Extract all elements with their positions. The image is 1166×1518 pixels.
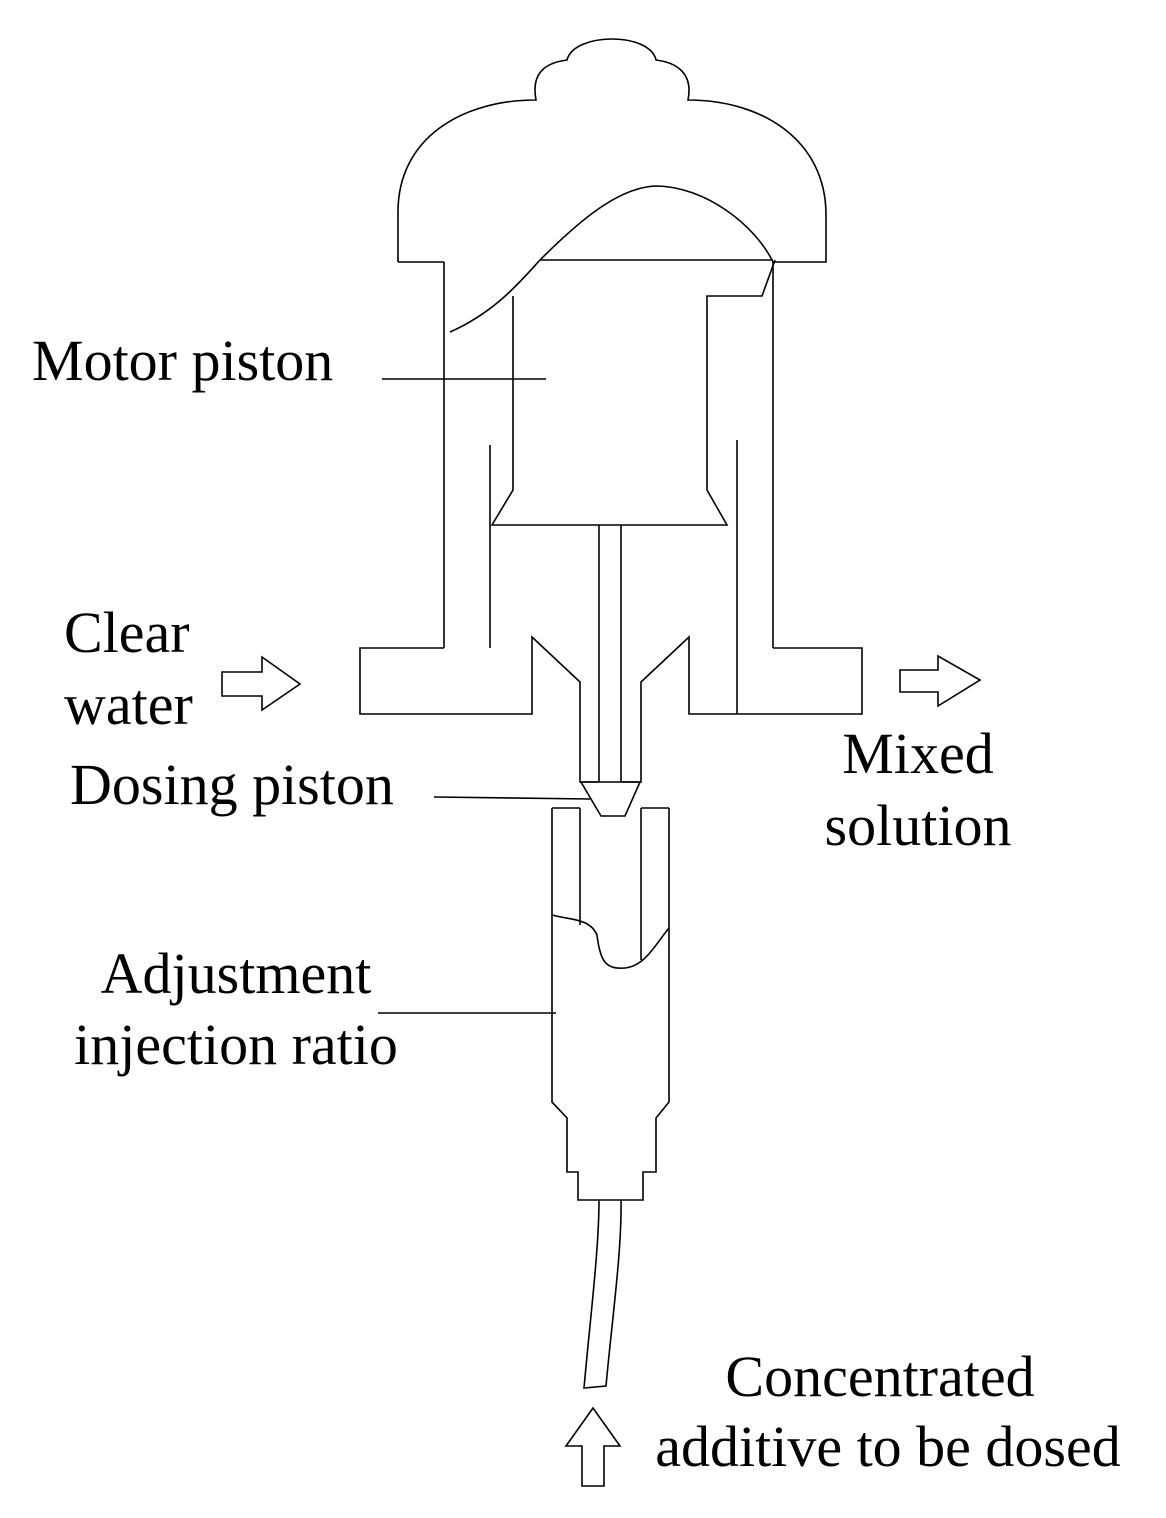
motor-piston-label: Motor piston — [32, 328, 333, 393]
clear-water-label-line1: Clear — [64, 600, 190, 665]
manifold — [359, 635, 863, 783]
manifold-left — [359, 635, 599, 783]
motor-piston — [490, 259, 776, 526]
cap-dome-curve — [449, 185, 774, 333]
clear-water-inlet-arrow — [221, 655, 302, 712]
motor-piston-body — [443, 259, 776, 782]
dosing-piston-leader — [433, 796, 591, 800]
cap-outline — [397, 38, 827, 263]
pump-cap — [397, 38, 827, 333]
dosing-piston — [579, 781, 642, 960]
sleeve-cutaway-curve — [551, 914, 670, 969]
concentrated-label-line2: additive to be dosed — [655, 1414, 1121, 1479]
sleeve-outline — [551, 807, 670, 1201]
adjustment-label-line1: Adjustment — [101, 941, 372, 1006]
suction-tube — [583, 1199, 622, 1389]
adjustment-label-line2: injection ratio — [74, 1012, 398, 1077]
adjustment-sleeve — [551, 807, 670, 1201]
suction-tube-outline — [583, 1199, 622, 1389]
dosing-piston-label: Dosing piston — [70, 752, 394, 817]
clear-water-label-line2: water — [64, 672, 193, 737]
mixed-solution-label-line2: solution — [825, 793, 1012, 858]
dosing-piston-tip — [579, 781, 642, 817]
concentrate-inlet-arrow — [564, 1406, 622, 1487]
mixed-solution-outlet-arrow — [899, 654, 982, 708]
manifold-right — [621, 635, 863, 783]
mixed-solution-label-line1: Mixed — [842, 721, 993, 786]
concentrated-label-line1: Concentrated — [725, 1344, 1034, 1409]
